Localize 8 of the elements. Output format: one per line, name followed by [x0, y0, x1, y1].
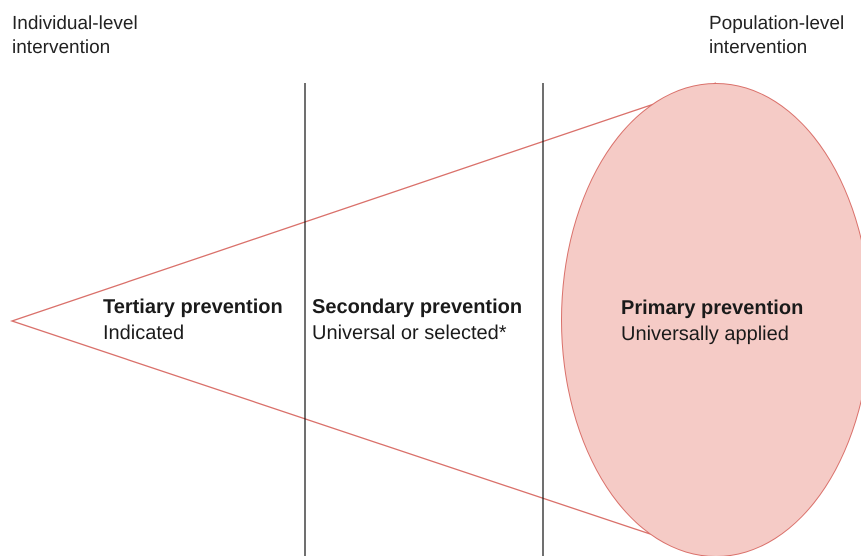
description: Universally applied — [621, 322, 790, 347]
axis-label: Individual-level intervention — [12, 12, 139, 60]
heading: Primary prevention — [621, 296, 804, 321]
description: Universal or selected* — [312, 321, 508, 346]
axis-label: Population-level intervention — [709, 12, 846, 60]
description: Indicated — [103, 321, 186, 346]
heading: Secondary prevention — [312, 295, 522, 320]
heading: Tertiary prevention — [103, 295, 283, 320]
